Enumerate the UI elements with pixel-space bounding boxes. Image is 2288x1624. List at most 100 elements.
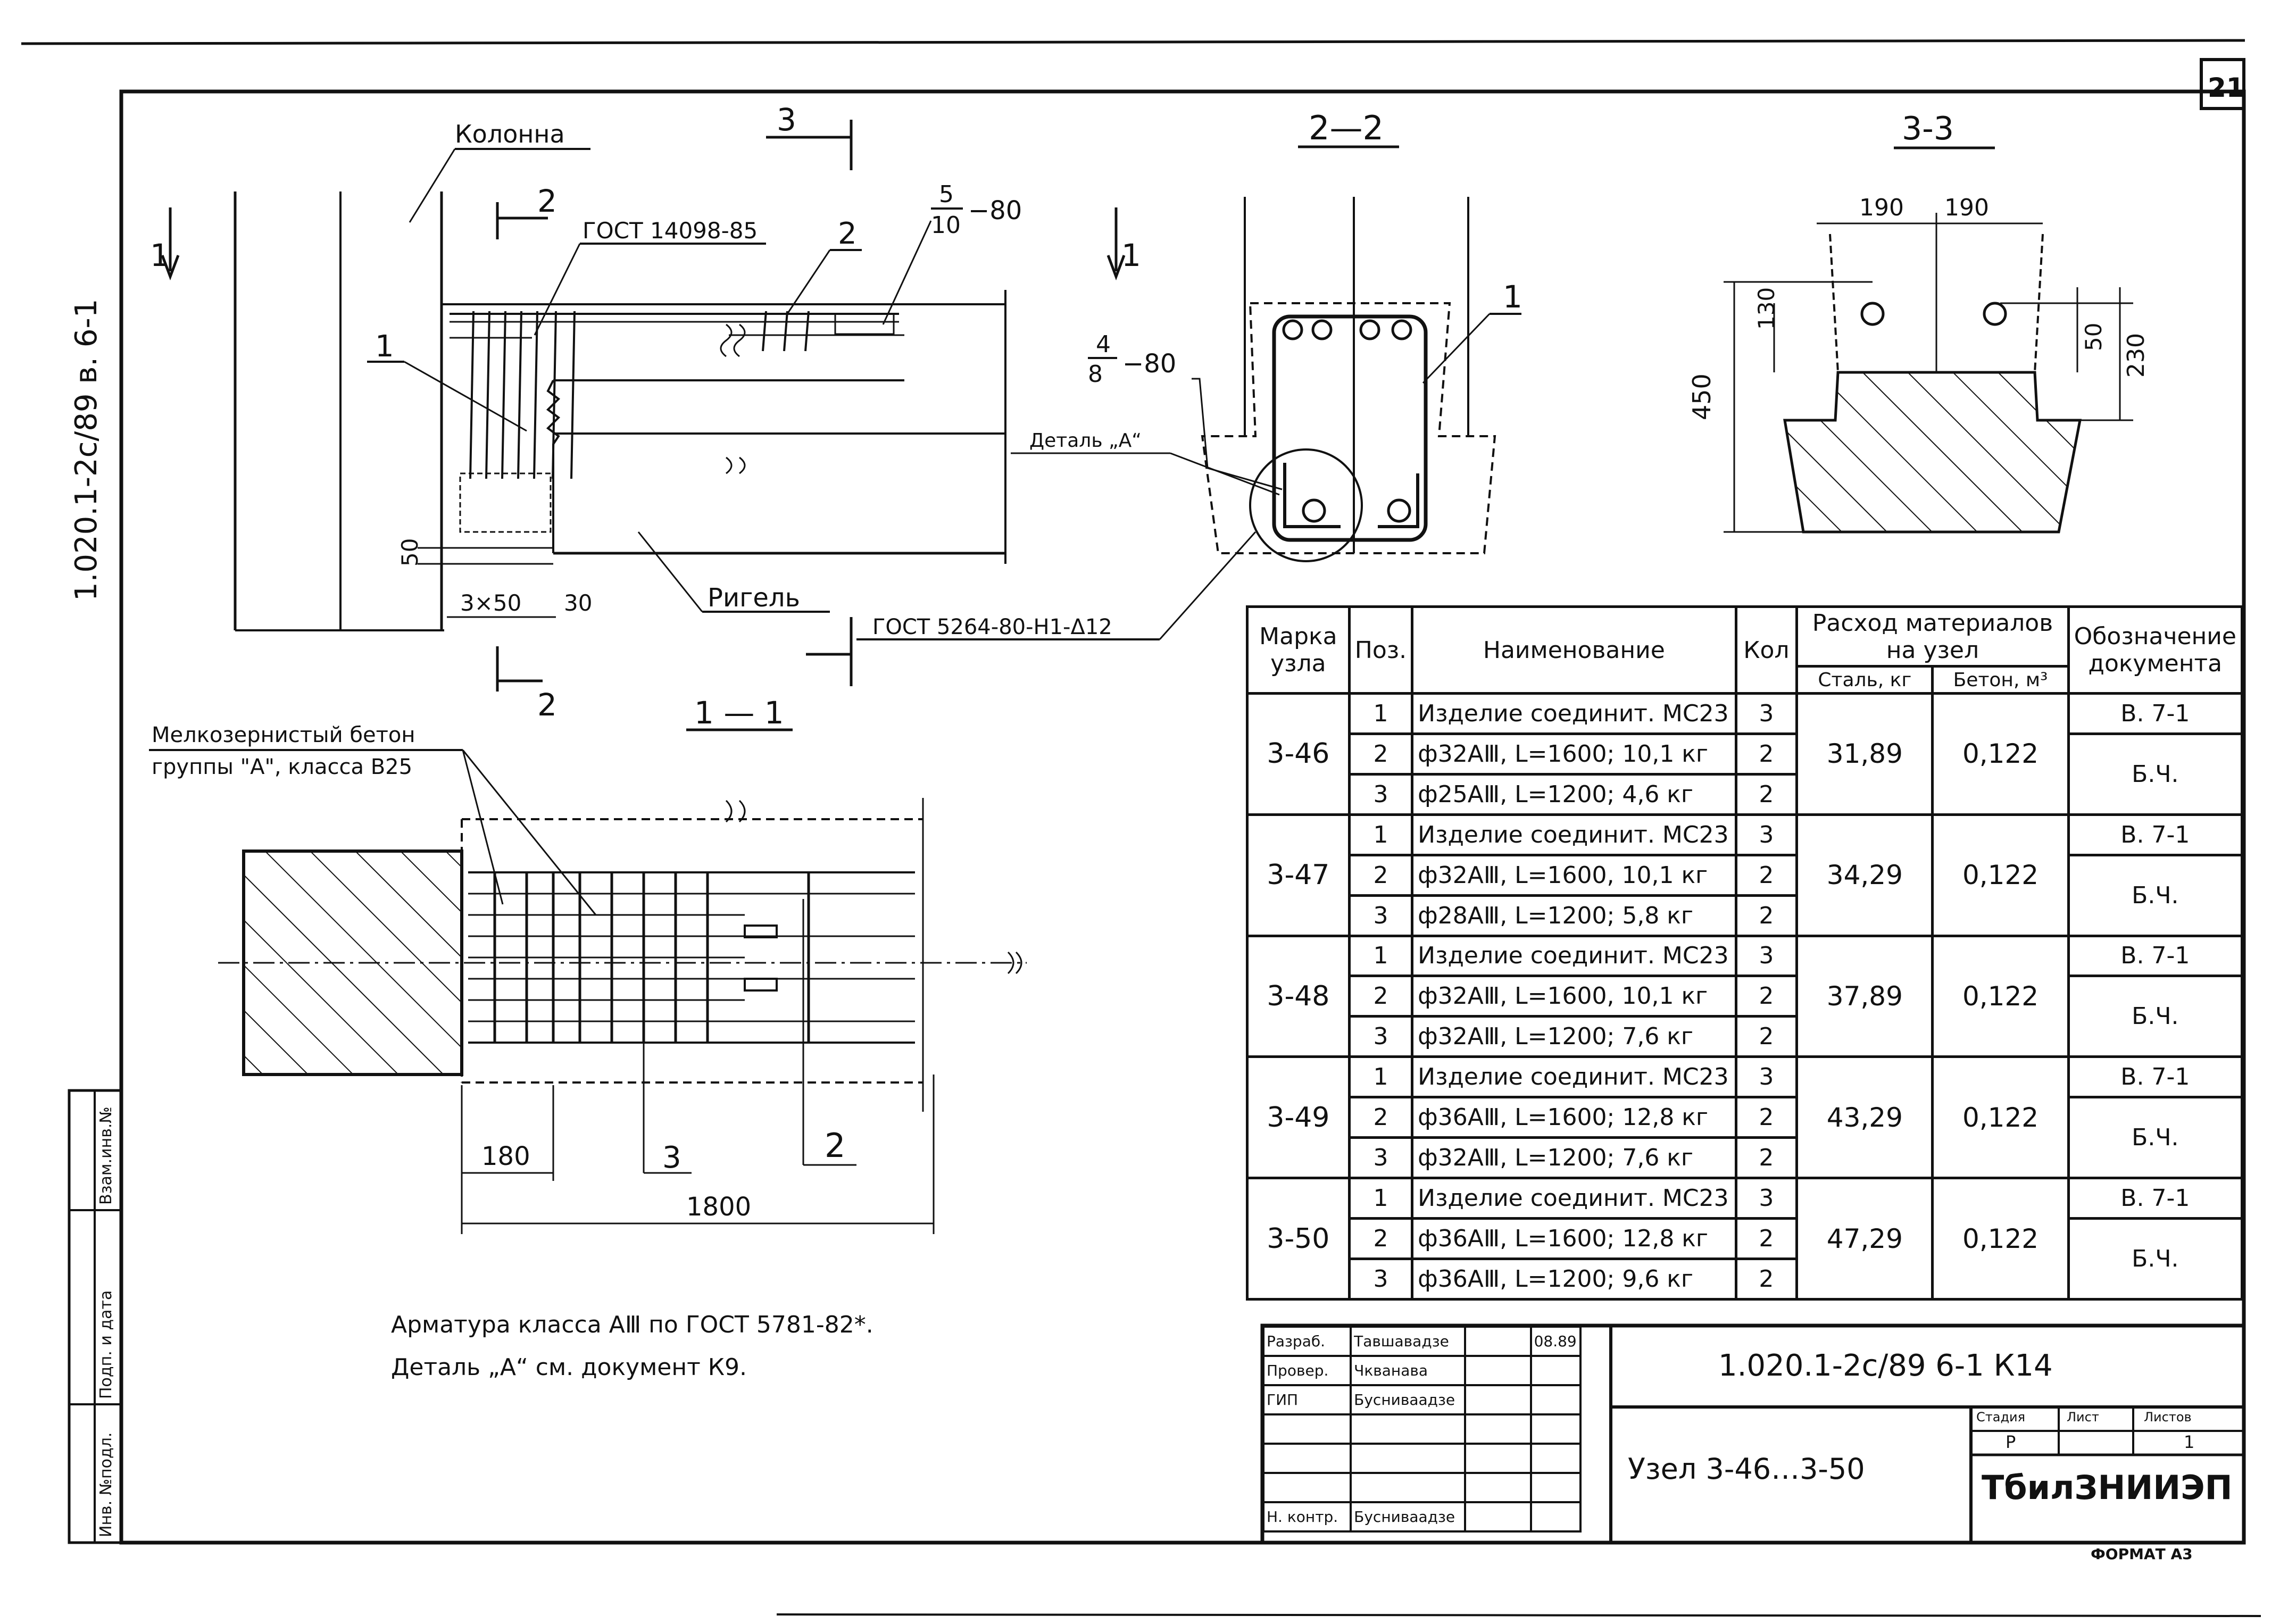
cell-name: ф25АⅢ, L=1200; 4,6 кг [1411,772,1737,816]
cell-pos: 1 [1347,1055,1414,1099]
cell-qty: 2 [1734,732,1799,776]
cell-qty: 2 [1734,1136,1799,1180]
top-bar [1282,319,1303,340]
stirrup-rebar [485,311,490,479]
title-role-date [1529,1443,1582,1474]
cell-name: ф32АⅢ, L=1600, 10,1 кг [1411,975,1737,1018]
cell-name: ф28АⅢ, L=1200; 5,8 кг [1411,894,1737,937]
section-3-3: 3-3 190 190 130 450 50 230 [1687,110,2150,534]
cell-doc: Б.Ч. [2067,1096,2244,1180]
cell-name: Изделие соединит. МС23 [1411,1055,1737,1099]
pos-1-s22-leader [1422,313,1491,384]
cell-name: Изделие соединит. МС23 [1411,1177,1737,1220]
beam-section-outline [1201,302,1496,554]
dim-50b: 50 [2081,323,2107,351]
cell-doc: В. 7-1 [2067,813,2244,856]
cell-pos: 1 [1347,692,1414,735]
section-3-3-title: 3-3 [1902,110,1954,147]
angle-right [1378,473,1419,528]
title-role-row [1262,1443,1582,1474]
plate [744,978,778,992]
section-2-label-top: 2 [537,183,557,219]
label-pos-1-s22: 1 [1503,279,1522,315]
cell-qty: 3 [1734,813,1799,856]
title-role-role: Разраб. [1262,1326,1352,1357]
gost-5264-leader [1159,531,1257,640]
dim-190-b: 190 [1944,194,1989,221]
cell-qty: 3 [1734,692,1799,735]
pos-1-leader [404,361,527,432]
cell-doc: В. 7-1 [2067,934,2244,978]
cell-name: ф32АⅢ, L=1600; 10,1 кг [1411,732,1737,776]
stage-value: Р [2006,1432,2016,1452]
cell-pos: 3 [1347,1136,1414,1180]
section-3-label-top: 3 [777,102,796,138]
top-edge-line [21,39,2245,45]
cell-name: ф32АⅢ, L=1600, 10,1 кг [1411,853,1737,897]
stage-label: Стадия [1976,1410,2026,1425]
cell-name: ф36АⅢ, L=1600; 12,8 кг [1411,1096,1737,1139]
title-role-role [1262,1443,1352,1474]
section-1-arrow-left [161,255,180,281]
label-pos-1: 1 [375,329,394,364]
break-line [546,380,561,553]
title-role-sig [1463,1355,1532,1386]
cell-doc: Б.Ч. [2067,1217,2244,1301]
cell-qty: 2 [1734,975,1799,1018]
cell-mark: 3-46 [1246,692,1351,816]
header-doc: Обозначение документа [2067,605,2244,695]
cell-doc: В. 7-1 [2067,692,2244,735]
title-role-sig [1463,1326,1532,1357]
side-stamp-vzam: Взам.инв.№ [97,1106,115,1205]
title-role-role: ГИП [1262,1384,1352,1415]
cell-steel: 34,29 [1795,813,1934,937]
cell-concrete: 0,122 [1931,692,2070,816]
cell-qty: 2 [1734,1217,1799,1260]
weld-5-10-leader [882,220,932,325]
title-role-date [1529,1501,1582,1533]
title-role-name: Чкванава [1350,1355,1466,1386]
title-block-frame [1260,1323,2246,1545]
angle-left [1283,463,1341,528]
stirrup-rebar [501,311,506,479]
cell-qty: 2 [1734,1257,1799,1301]
cell-steel: 31,89 [1795,692,1934,816]
specification-table: Марка узла Поз. Наименование Кол Расход … [1246,605,2244,1301]
cell-name: ф36АⅢ, L=1200; 9,6 кг [1411,1257,1737,1301]
cell-pos: 2 [1347,1096,1414,1139]
plate [744,925,778,938]
rebar-grid [468,872,915,1043]
title-role-date [1529,1384,1582,1415]
cell-name: ф36АⅢ, L=1600; 12,8 кг [1411,1217,1737,1260]
cell-concrete: 0,122 [1931,1055,2070,1180]
cell-name: ф32АⅢ, L=1200; 7,6 кг [1411,1136,1737,1180]
header-pos: Поз. [1347,605,1414,695]
sheets-label: Листов [2144,1410,2192,1425]
title-role-date [1529,1355,1582,1386]
weld-5-10-step: −80 [968,196,1022,226]
cell-doc: Б.Ч. [2067,853,2244,937]
beam-label-leader [637,531,703,612]
section-2-2-title: 2—2 [1309,109,1384,147]
stirrup [1272,314,1428,542]
dim-180: 180 [481,1142,530,1171]
plan-view: Колонна ГОСТ 14098-85 2 5 10 −80 1 Детал… [234,120,1280,640]
label-pos-2-s11: 2 [825,1126,845,1165]
organization: ТбилЗНИИЭП [1982,1468,2233,1507]
stirrup-rebar [552,311,557,479]
beam-cut-1-1 [725,799,1022,975]
cell-pos: 3 [1347,1257,1414,1301]
